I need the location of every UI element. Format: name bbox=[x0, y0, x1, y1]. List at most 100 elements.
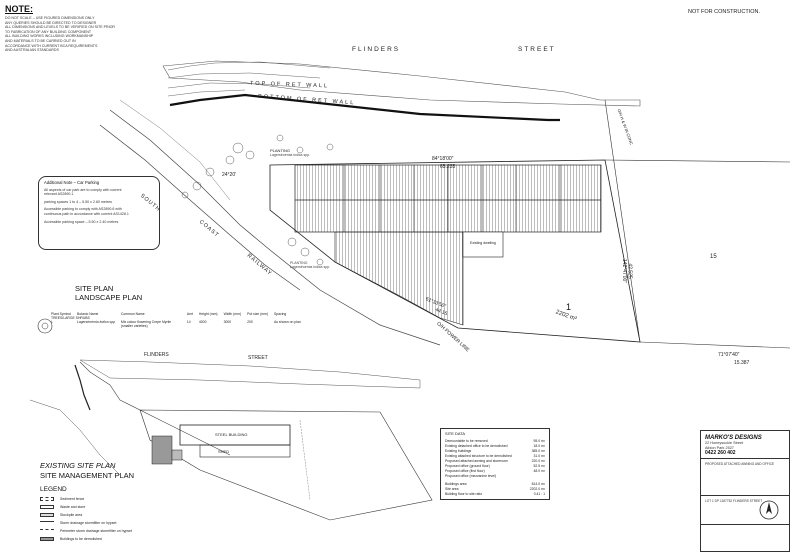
contour-line bbox=[167, 72, 321, 79]
title-site-management-plan: SITE MANAGEMENT PLAN bbox=[40, 471, 135, 480]
railway-line bbox=[109, 109, 441, 346]
plant-symbol-icon bbox=[37, 318, 53, 334]
legend-item: Buildings to be demolished bbox=[40, 535, 132, 543]
title-existing-site-plan: EXISTING SITE PLAN bbox=[40, 461, 116, 470]
contour-line bbox=[167, 89, 246, 97]
parking-line: All aspects of car park are to comply wi… bbox=[44, 187, 122, 192]
plant-schedule: Plant Symbol Botanic Name Common Name Am… bbox=[37, 312, 304, 334]
waste-store-icon bbox=[40, 505, 54, 509]
site-data-value: 0.41 : 1 bbox=[533, 491, 545, 496]
legend-item: Storm drainage stormfilter on hypset bbox=[40, 519, 132, 527]
company-address-2: Albion Park 2527 bbox=[705, 445, 734, 450]
contour-line bbox=[167, 82, 311, 89]
planting-note: PLANTING bbox=[270, 148, 290, 153]
site-data-label: Existing detached office to be demolishe… bbox=[445, 443, 508, 448]
site-data-row: Demountable to be removed 95.0 m² bbox=[445, 439, 545, 444]
legend-item: Stockpile area bbox=[40, 511, 132, 519]
schedule-header: Height (mm) bbox=[198, 312, 218, 316]
existing-building-label: STEEL BUILDING bbox=[215, 432, 248, 437]
site-data-label: Existing attached structure to be demoli… bbox=[445, 453, 512, 458]
site-data-label: Site area bbox=[445, 486, 459, 491]
site-data-value: 385.0 m² bbox=[531, 448, 545, 453]
site-data-row: Proposed attached awning and storeroom 22… bbox=[445, 459, 545, 464]
contour-line bbox=[167, 61, 331, 71]
note-line: AND MATERIALS TO BE CARRIED OUT IN bbox=[5, 38, 76, 43]
site-data-value: 2202.0 m² bbox=[529, 486, 545, 491]
schedule-header: Plant Symbol bbox=[51, 312, 71, 316]
perimeter-drain-icon bbox=[40, 529, 54, 533]
street-name-flinders: FLINDERS bbox=[352, 46, 401, 53]
site-data-row: Building floor to site ratio 0.41 : 1 bbox=[445, 492, 545, 497]
site-data-row: Existing attached structure to be demoli… bbox=[445, 454, 545, 459]
lot-number: 1 bbox=[566, 302, 572, 312]
north-arrow-icon bbox=[759, 500, 779, 520]
note-line: ACCORDANCE WITH CURRENT BCA REQUIREMENTS bbox=[5, 43, 98, 48]
company-address-1: 22 Honeysuckle Street bbox=[705, 441, 744, 445]
site-data-label: Proposed office (ground floor) bbox=[445, 463, 490, 468]
legend-item: Sediment fence bbox=[40, 495, 132, 503]
svg-text:PLANTING: PLANTING bbox=[290, 261, 308, 265]
existing-railway bbox=[79, 361, 231, 456]
existing-street-flinders: FLINDERS bbox=[144, 352, 169, 358]
stockpile-icon bbox=[40, 513, 54, 517]
project-title: PROPOSED ATTACHED AWNING AND OFFICE bbox=[705, 462, 775, 467]
schedule-section: TREES/LARGE SHRUBS bbox=[51, 316, 90, 320]
street-name-street: STREET bbox=[518, 46, 556, 53]
distance-top: 65.235 bbox=[440, 164, 456, 170]
existing-street-strip bbox=[79, 359, 421, 389]
site-data-value: 31.0 m² bbox=[533, 453, 546, 458]
note-line: AND AUSTRALIAN STANDARDS bbox=[5, 48, 59, 53]
client-line: LOT 1 DP 1187752 FLINDERS STREET bbox=[705, 499, 763, 504]
site-data-label: Existing buildings bbox=[445, 448, 472, 453]
notes-title: NOTE: bbox=[5, 4, 33, 14]
site-data-label: Proposed attached awning and storeroom bbox=[445, 458, 508, 463]
site-data-value: 48.0 m² bbox=[533, 468, 546, 473]
note-line: ALL DIMENSIONS AND LEVELS TO BE VERIFIED… bbox=[5, 25, 115, 30]
site-data-row: Existing buildings 385.0 m² bbox=[445, 449, 545, 454]
schedule-header: Common Name bbox=[120, 312, 145, 316]
site-data-label: Proposed office (mezzanine level) bbox=[445, 473, 497, 478]
existing-lot-boundary bbox=[139, 409, 433, 521]
notes-block: NOTE: DO NOT SCALE – USE FIGURED DIMENSI… bbox=[5, 4, 115, 53]
storm-drain-icon bbox=[40, 521, 54, 525]
distance-corner: 15.387 bbox=[734, 360, 750, 366]
schedule-header: Spacing bbox=[274, 312, 287, 316]
existing-street-street: STREET bbox=[248, 355, 268, 361]
boundary-extension bbox=[639, 341, 791, 349]
note-line: ANY QUERIES SHOULD BE DIRECTED TO DESIGN… bbox=[5, 20, 97, 25]
notes-list: DO NOT SCALE – USE FIGURED DIMENSIONS ON… bbox=[5, 16, 115, 53]
site-data-label: Building floor to site ratio bbox=[445, 491, 483, 496]
tree-symbols bbox=[181, 134, 334, 266]
legend-item: Waste and store bbox=[40, 503, 132, 511]
parking-note-title: Additional Note – Car Parking bbox=[44, 180, 100, 185]
status-stamp: NOT FOR CONSTRUCTION. bbox=[688, 9, 761, 15]
railway-line bbox=[99, 124, 301, 291]
note-line: TO FABRICATION OF ANY BUILDING COMPONENT bbox=[5, 29, 92, 34]
site-data-rows: Demountable to be removed 95.0 m² Existing… bbox=[445, 439, 545, 497]
schedule-header: Amt bbox=[186, 312, 193, 316]
site-data-value: 95.0 m² bbox=[533, 438, 546, 443]
title-site-plan: SITE PLAN bbox=[75, 284, 114, 293]
parking-line: relevant AS2890.1 bbox=[44, 192, 74, 197]
company-phone: 0422 260 402 bbox=[705, 450, 736, 457]
existing-office bbox=[462, 231, 504, 258]
retaining-wall bbox=[169, 93, 560, 122]
site-data-row: Proposed office (ground floor)52.5 m² bbox=[445, 464, 545, 469]
parking-line: continuous path in accordance with curre… bbox=[44, 211, 129, 216]
site-data-row: Proposed office (mezzanine level) bbox=[445, 474, 545, 479]
boundary-right bbox=[604, 99, 641, 343]
bearing-small: 24°20' bbox=[222, 172, 236, 178]
railway-line bbox=[119, 99, 231, 201]
road-number: 15 bbox=[710, 254, 717, 260]
existing-shed-label: SHED bbox=[218, 449, 230, 454]
svg-text:Lagerstroemia indica spp.: Lagerstroemia indica spp. bbox=[290, 265, 330, 269]
site-data-label: Proposed office (first floor) bbox=[445, 468, 485, 473]
schedule-header: Botanic Name bbox=[76, 312, 99, 316]
site-data-value: 220.0 m² bbox=[531, 458, 545, 463]
site-data-label: Demountable to be removed bbox=[445, 438, 488, 443]
parking-line: Accessible parking to comply with AS2890… bbox=[44, 207, 122, 212]
site-data-value: 814.0 m² bbox=[531, 481, 545, 486]
sediment-fence-icon bbox=[40, 497, 54, 501]
